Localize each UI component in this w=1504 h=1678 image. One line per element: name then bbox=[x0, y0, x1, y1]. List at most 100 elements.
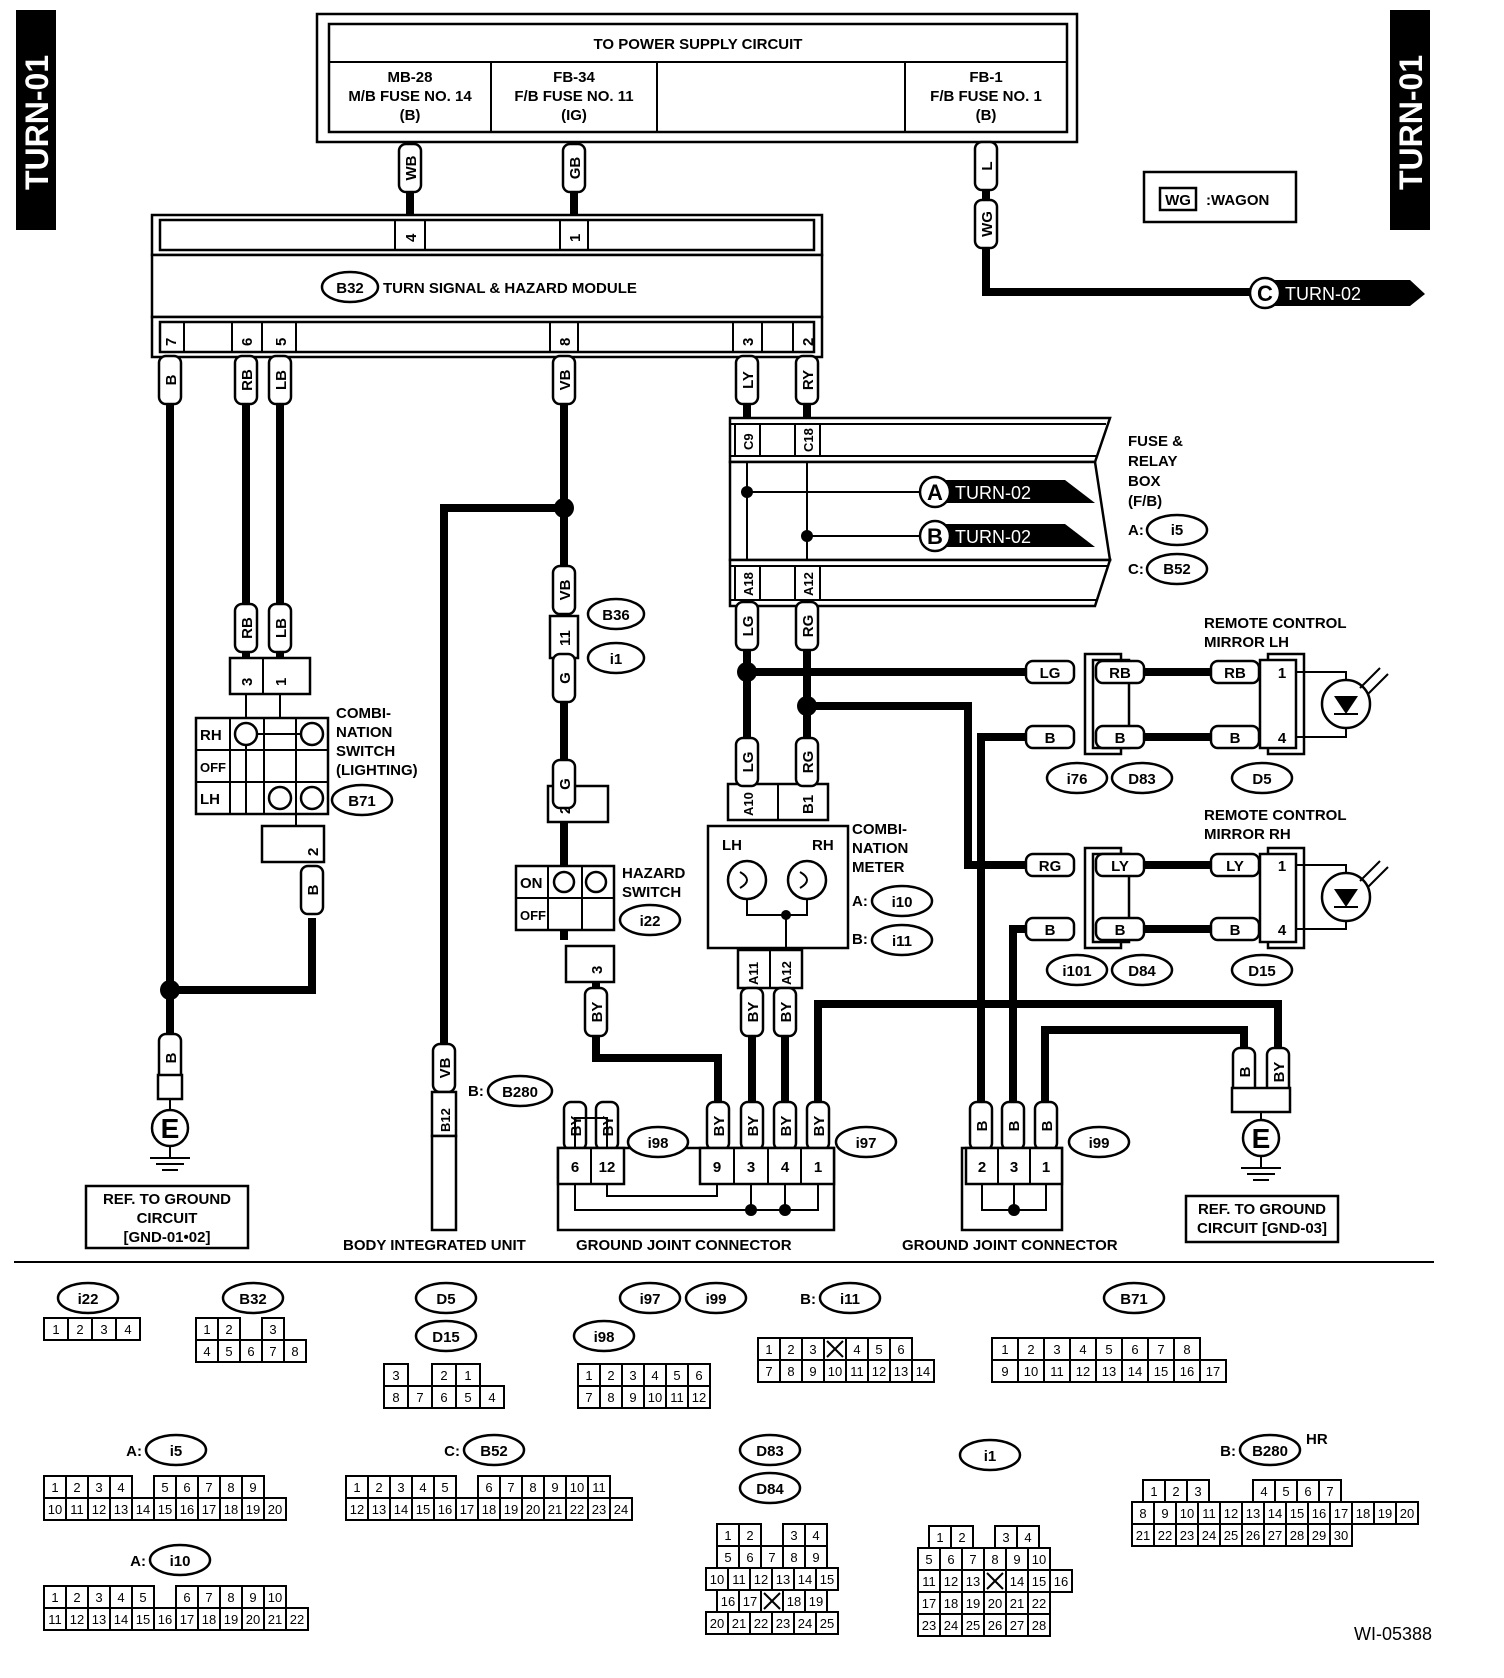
ref-c-letter: C bbox=[1257, 281, 1273, 306]
fuse2-line1: FB-34 bbox=[553, 69, 595, 86]
cs-conn: B71 bbox=[348, 793, 376, 810]
side-tab-right: TURN-01 bbox=[1390, 10, 1430, 230]
svg-text:21: 21 bbox=[1010, 1596, 1024, 1611]
wire-tag-ry: RY bbox=[794, 354, 820, 406]
svg-text:25: 25 bbox=[966, 1618, 980, 1633]
ref-c-turn02: C TURN-02 bbox=[1248, 276, 1425, 310]
svg-text:14: 14 bbox=[1268, 1506, 1282, 1521]
wire-tag-b: B bbox=[299, 864, 325, 916]
cm-title-3: METER bbox=[852, 859, 905, 876]
svg-text:10: 10 bbox=[1180, 1506, 1194, 1521]
svg-text:3: 3 bbox=[100, 1322, 107, 1337]
wire-tag-rg: RG bbox=[794, 736, 820, 788]
wire-tag-b: B bbox=[1094, 724, 1146, 750]
svg-text:i1: i1 bbox=[984, 1448, 997, 1465]
svg-text:11: 11 bbox=[922, 1574, 936, 1589]
svg-text:2: 2 bbox=[1027, 1342, 1034, 1357]
svg-text:G: G bbox=[557, 778, 574, 790]
svg-text:5: 5 bbox=[441, 1480, 448, 1495]
svg-text:4: 4 bbox=[1079, 1342, 1086, 1357]
mlh-pin-1: 1 bbox=[1278, 665, 1286, 682]
wire-tag-l: L bbox=[973, 140, 999, 192]
fb-a-conn: i5 bbox=[1171, 522, 1184, 539]
ref-b-text: TURN-02 bbox=[955, 527, 1031, 547]
wire-tag-vb: VB bbox=[431, 1042, 457, 1094]
wire-tag-by: BY bbox=[739, 1100, 765, 1152]
gr-text-1: REF. TO GROUND bbox=[1198, 1201, 1326, 1218]
svg-text:19: 19 bbox=[809, 1594, 823, 1609]
svg-text:1: 1 bbox=[1150, 1484, 1157, 1499]
wire-tag-by: BY bbox=[772, 986, 798, 1038]
svg-text:LB: LB bbox=[273, 370, 290, 390]
fb-pin-c9: C9 bbox=[741, 433, 756, 450]
svg-text:VB: VB bbox=[557, 579, 574, 600]
wire-tag-b: B bbox=[1024, 724, 1076, 750]
fuse1-line3: (B) bbox=[400, 107, 421, 124]
hs-pin-3: 3 bbox=[589, 966, 606, 974]
cm-a-conn: i10 bbox=[892, 894, 913, 911]
svg-text:B: B bbox=[305, 884, 322, 895]
svg-text:7: 7 bbox=[768, 1550, 775, 1565]
svg-text:8: 8 bbox=[291, 1344, 298, 1359]
fb-a-label: A: bbox=[1128, 522, 1144, 539]
gjc1-pin-9: 9 bbox=[713, 1159, 721, 1176]
svg-text:20: 20 bbox=[710, 1616, 724, 1631]
svg-text:15: 15 bbox=[136, 1612, 150, 1627]
cs-pin-3: 3 bbox=[239, 678, 256, 686]
biu-pin: B12 bbox=[438, 1108, 453, 1132]
svg-text:20: 20 bbox=[246, 1612, 260, 1627]
gjc2-title: GROUND JOINT CONNECTOR bbox=[902, 1237, 1118, 1254]
svg-text:9: 9 bbox=[629, 1390, 636, 1405]
power-supply-block: TO POWER SUPPLY CIRCUIT MB-28 M/B FUSE N… bbox=[315, 12, 1079, 144]
svg-text:18: 18 bbox=[224, 1502, 238, 1517]
hs-title-2: SWITCH bbox=[622, 884, 681, 901]
svg-text:8: 8 bbox=[1139, 1506, 1146, 1521]
cs-row-rh: RH bbox=[200, 727, 222, 744]
svg-text:2: 2 bbox=[1172, 1484, 1179, 1499]
svg-text:B32: B32 bbox=[239, 1291, 267, 1308]
svg-text:13: 13 bbox=[372, 1502, 386, 1517]
combination-meter: A10 B1 LH RH A11 A12 COMBI- NATION METER… bbox=[706, 782, 934, 990]
svg-text:BY: BY bbox=[778, 1116, 795, 1137]
fuse3-line2: F/B FUSE NO. 1 bbox=[930, 88, 1042, 105]
mlh-conn-3: D5 bbox=[1252, 771, 1271, 788]
combination-switch: 3 1 RH OFF LH COMBI- NATION SWITCH (LIGH… bbox=[194, 656, 418, 864]
svg-text:11: 11 bbox=[670, 1390, 684, 1405]
svg-text:15: 15 bbox=[1290, 1506, 1304, 1521]
module-pin-2: 2 bbox=[800, 338, 817, 346]
svg-text:9: 9 bbox=[812, 1550, 819, 1565]
gjc1-pin-3: 3 bbox=[747, 1159, 755, 1176]
wire-tag-rb: RB bbox=[1209, 659, 1261, 685]
ref-a-letter: A bbox=[927, 480, 943, 505]
cs-row-lh: LH bbox=[200, 791, 220, 808]
mrh-title-1: REMOTE CONTROL bbox=[1204, 807, 1347, 824]
gjc2-pin-3: 3 bbox=[1010, 1159, 1018, 1176]
svg-text:7: 7 bbox=[205, 1480, 212, 1495]
svg-text:B: B bbox=[1115, 730, 1126, 747]
svg-text:11: 11 bbox=[850, 1364, 864, 1379]
svg-text:B52: B52 bbox=[480, 1443, 508, 1460]
svg-text:3: 3 bbox=[397, 1480, 404, 1495]
svg-text:5: 5 bbox=[673, 1368, 680, 1383]
svg-text:2: 2 bbox=[375, 1480, 382, 1495]
cm-pin-a11: A11 bbox=[746, 962, 761, 985]
svg-text:24: 24 bbox=[944, 1618, 958, 1633]
svg-text:21: 21 bbox=[1136, 1528, 1150, 1543]
ref-a-text: TURN-02 bbox=[955, 483, 1031, 503]
cs-pin-2: 2 bbox=[305, 848, 322, 856]
svg-text:10: 10 bbox=[648, 1390, 662, 1405]
svg-text:7: 7 bbox=[765, 1364, 772, 1379]
mirror-rh: 13 2 1 4 REMOTE CONTROL MIRROR RH i101 D… bbox=[1045, 807, 1389, 987]
mrh-conn-2: D84 bbox=[1128, 963, 1156, 980]
wire-tag-rg: RG bbox=[794, 600, 820, 652]
svg-text:1: 1 bbox=[51, 1590, 58, 1605]
svg-text:10: 10 bbox=[268, 1590, 282, 1605]
side-tab-left-text: TURN-01 bbox=[19, 55, 55, 190]
svg-text:VB: VB bbox=[557, 369, 574, 390]
ground-joint-connector-2: 2 3 1 i99 GROUND JOINT CONNECTOR bbox=[902, 1125, 1131, 1254]
svg-text:17: 17 bbox=[180, 1612, 194, 1627]
wire-tag-ly: LY bbox=[1209, 852, 1261, 878]
